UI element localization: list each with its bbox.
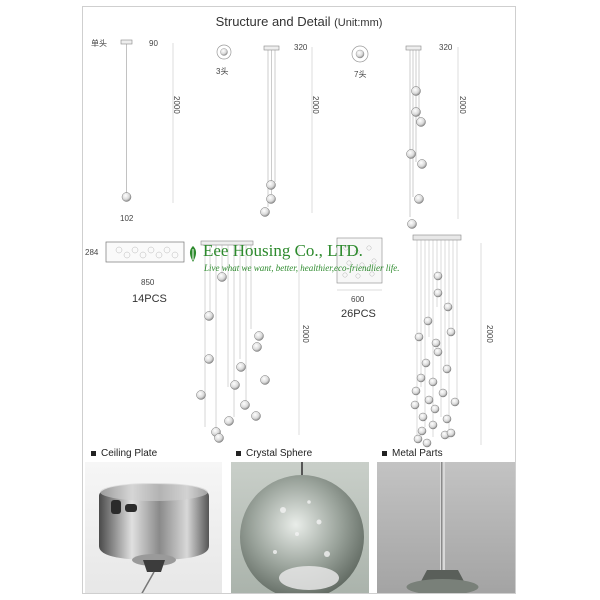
spec-sheet: Structure and Detail (Unit:mm) <box>82 6 516 594</box>
sheet-title: Structure and Detail (Unit:mm) <box>83 14 515 29</box>
watermark-slogan: Live what we want, better, healthier,eco… <box>204 263 400 273</box>
three-head-drawing <box>216 44 313 217</box>
label-26pcs: 26PCS <box>341 308 376 320</box>
title-text: Structure and Detail <box>215 14 331 29</box>
section-crystal-sphere: Crystal Sphere <box>236 448 312 459</box>
section-label: Metal Parts <box>392 448 443 459</box>
dim-320-a: 320 <box>294 43 308 52</box>
section-label: Ceiling Plate <box>101 448 158 459</box>
dim-7-heads: 7头 <box>354 70 367 79</box>
ceiling-plate-photo <box>85 462 222 593</box>
dim-2000-c: 2000 <box>458 96 467 114</box>
fourteen-piece-drawing <box>105 240 300 443</box>
bullet-square-icon <box>91 450 96 456</box>
label-14pcs: 14PCS <box>132 293 167 305</box>
bullet-square-icon <box>382 450 387 456</box>
single-head-drawing <box>120 39 174 203</box>
dim-102: 102 <box>120 214 134 223</box>
company-logo <box>189 246 197 262</box>
section-metal-parts: Metal Parts <box>382 448 443 459</box>
section-label: Crystal Sphere <box>246 448 313 459</box>
structure-drawings <box>105 39 482 448</box>
canopy <box>120 39 133 45</box>
bullet-square-icon <box>236 450 241 456</box>
twentysix-piece-drawing <box>336 234 482 448</box>
dim-single-head: 单头 <box>91 39 107 48</box>
dim-3-heads: 3头 <box>216 67 229 76</box>
dim-284: 284 <box>85 248 99 257</box>
metal-parts-photo <box>377 462 515 593</box>
watermark-company: Eee Housing Co., LTD. <box>203 241 363 260</box>
crystal-sphere-photo <box>231 462 369 593</box>
dim-2000-a: 2000 <box>172 96 181 114</box>
dim-90: 90 <box>149 39 158 48</box>
dim-850: 850 <box>141 278 155 287</box>
dim-600: 600 <box>351 295 365 304</box>
seven-head-drawing <box>351 45 459 229</box>
crystal-ball <box>121 192 132 202</box>
dim-2000-d: 2000 <box>301 325 310 343</box>
dim-2000-e: 2000 <box>485 325 494 343</box>
dim-2000-b: 2000 <box>311 96 320 114</box>
dim-320-b: 320 <box>439 43 453 52</box>
section-ceiling-plate: Ceiling Plate <box>91 448 157 459</box>
title-unit: (Unit:mm) <box>334 17 383 29</box>
